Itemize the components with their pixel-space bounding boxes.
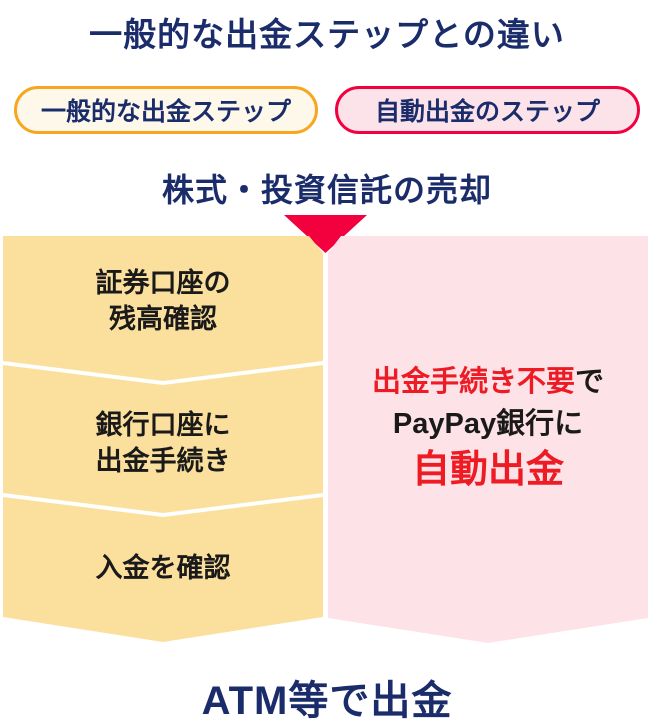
flow-start-label: 株式・投資信託の売却: [161, 172, 492, 208]
legend-auto-pill: 自動出金のステップ: [335, 86, 640, 134]
auto-step-line-2: PayPay銀行に: [392, 407, 584, 440]
general-step-2-line-2: 出金手続き: [95, 446, 231, 476]
auto-step-line-3: 自動出金: [411, 448, 564, 491]
general-step-2: 銀行口座に 出金手続き: [3, 365, 323, 513]
legend-auto-label: 自動出金のステップ: [374, 98, 600, 126]
legend-general-pill: 一般的な出金ステップ: [14, 86, 318, 134]
general-step-1-line-2: 残高確認: [109, 304, 217, 334]
legend-general-label: 一般的な出金ステップ: [40, 98, 291, 126]
auto-step-panel: 出金手続き不要で PayPay銀行に 自動出金: [328, 236, 648, 643]
general-step-1: 証券口座の 残高確認: [3, 236, 323, 381]
general-step-3-line-1: 入金を確認: [95, 552, 231, 583]
flow-end-label: ATM等で出金: [201, 679, 453, 723]
auto-step-line-1: 出金手続き不要で: [372, 361, 604, 403]
general-step-3: 入金を確認: [3, 497, 323, 642]
page-title: 一般的な出金ステップとの違い: [89, 16, 565, 53]
general-step-2-line-1: 銀行口座に: [95, 410, 231, 440]
general-step-1-line-1: 証券口座の: [95, 268, 231, 298]
auto-step-line-1-suffix: で: [575, 365, 605, 398]
auto-step-line-1-highlight: 出金手続き不要: [371, 365, 575, 398]
